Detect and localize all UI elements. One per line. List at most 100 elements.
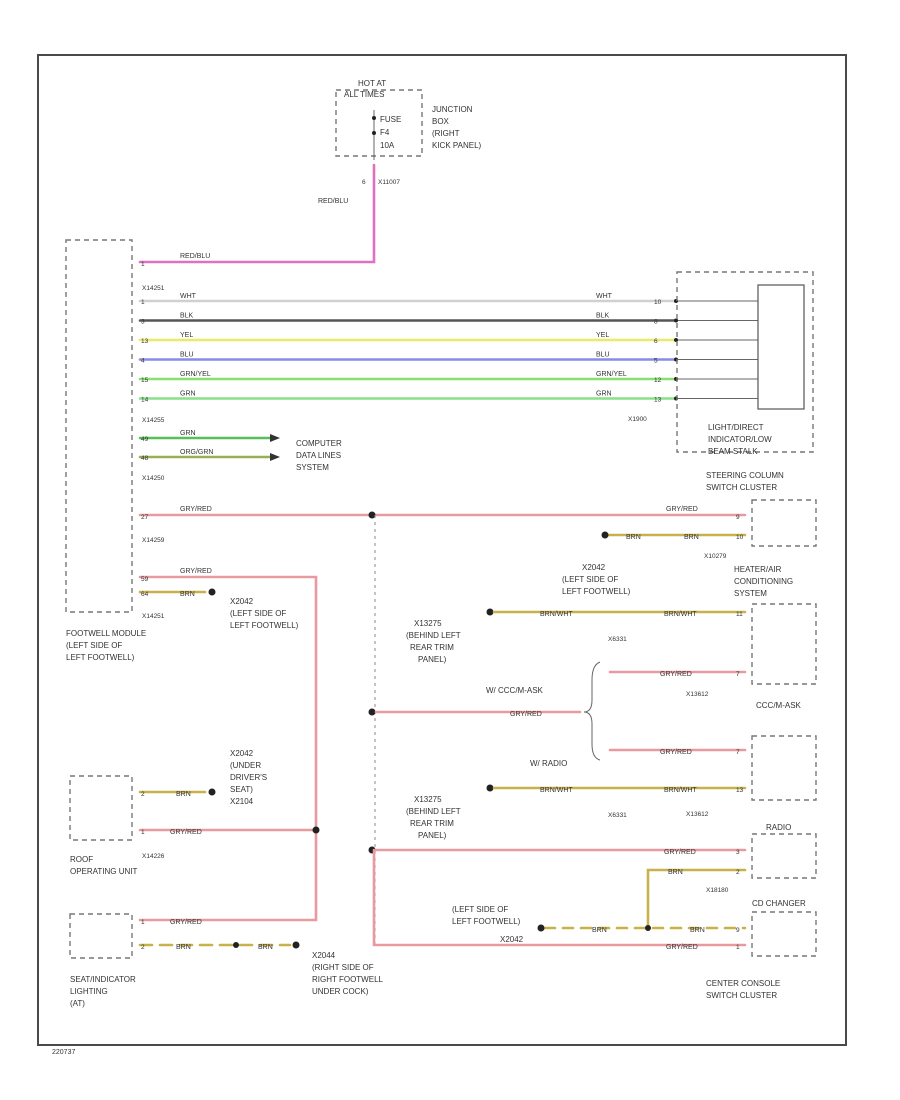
rear-trim-2-splice: X6331 (608, 812, 627, 819)
seat-pin-1: 1 (141, 919, 145, 926)
roof-unit-box (69, 775, 133, 841)
fuse-pin: 6 (362, 179, 366, 186)
supply-wire-label: RED/BLU (180, 253, 210, 260)
seat-red-label: GRY/RED (170, 919, 202, 926)
steering-pin-left-2: 3 (141, 319, 145, 326)
cd-changer-wire-label: GRY/RED (664, 849, 696, 856)
seat-brn-label-2: BRN (258, 944, 273, 951)
center-console-label-2: SWITCH CLUSTER (706, 991, 777, 1000)
steering-wire-label-right-2: BLK (596, 313, 610, 320)
supply-pin: 1 (141, 261, 145, 268)
steering-col-pin-1: 9 (736, 514, 740, 521)
diagram-frame (37, 54, 847, 1046)
steering-pin-right-2: 8 (654, 319, 658, 326)
cd-changer-brn (646, 868, 747, 930)
console-pin-2: 1 (736, 944, 740, 951)
roof-red-label: GRY/RED (170, 829, 202, 836)
radio-wire-label: GRY/RED (660, 749, 692, 756)
steering-column-label-1: STEERING COLUMN (706, 471, 784, 480)
ccc-branch-label: W/ CCC/M-ASK (486, 686, 544, 695)
steering-pin-right-3: 6 (654, 338, 658, 345)
steering-terminal-2 (674, 318, 678, 323)
ground-3-line-2: DRIVER'S (230, 773, 267, 782)
fuse-line-2: F4 (380, 128, 390, 137)
supply-wire-label-vertical: RED/BLU (318, 198, 348, 205)
cd-changer-connector: X18180 (706, 887, 729, 894)
rear-trim-2-line-2: REAR TRIM (410, 819, 454, 828)
radio-box (751, 735, 817, 801)
rear-trim-2-line-3: PANEL) (418, 831, 447, 840)
steering-pin-right-6: 13 (654, 397, 662, 404)
data-wire-pin-2: 48 (141, 455, 149, 462)
heater-box (751, 603, 817, 685)
fm-connector-3: X14250 (142, 475, 165, 482)
steering-pin-left-1: 1 (141, 299, 145, 306)
steering-col-red-label: GRY/RED (666, 506, 698, 513)
data-wire-label-1: GRN (180, 430, 196, 437)
ground-2-code: X2042 (230, 597, 254, 606)
fuse-line-1: FUSE (380, 115, 401, 124)
radio-brn-pin: 13 (736, 787, 744, 794)
roof-pin-1: 1 (141, 829, 145, 836)
heater-brn-label-2: BRN/WHT (664, 611, 697, 618)
ground-5-line-1: (LEFT SIDE OF (452, 905, 508, 914)
data-lines-label-2: DATA LINES (296, 451, 341, 460)
steering-pin-left-5: 15 (141, 377, 149, 384)
hot-at-line-1: HOT AT (358, 79, 386, 88)
heater-brn-label-1: BRN/WHT (540, 611, 573, 618)
data-wire-label-2: ORG/GRN (180, 449, 213, 456)
seat-label-2: LIGHTING (70, 987, 108, 996)
fm-connector-4: X14259 (142, 537, 165, 544)
rear-trim-1-splice: X6331 (608, 636, 627, 643)
roof-label-2: OPERATING UNIT (70, 867, 138, 876)
junction-line-4: KICK PANEL) (432, 141, 482, 150)
steering-wire-label-right-3: YEL (596, 332, 609, 339)
ground-4-line-3: UNDER COCK) (312, 987, 369, 996)
data-lines-label-3: SYSTEM (296, 463, 329, 472)
light-switch-label-3: BEAM STALK (708, 447, 758, 456)
ground-3-code: X2042 (230, 749, 254, 758)
steering-pin-right-1: 10 (654, 299, 662, 306)
steering-wire-label-6: GRN (180, 391, 196, 398)
steering-pin-left-6: 14 (141, 397, 149, 404)
rear-trim-2-connector: X13275 (414, 795, 442, 804)
steering-wire-label-right-1: WHT (596, 293, 613, 300)
fuse-line-3: 10A (380, 141, 395, 150)
roof-brn-label: BRN (176, 791, 191, 798)
cd-changer-pin-1: 3 (736, 849, 740, 856)
splice-1 (368, 511, 376, 519)
pin64-wire-label: BRN (180, 591, 195, 598)
pin-59: 59 (141, 576, 149, 583)
steering-column-connector: X10279 (704, 553, 727, 560)
ccc-radio-feed-label: GRY/RED (510, 711, 542, 718)
heater-label-1: HEATER/AIR (734, 565, 782, 574)
cd-changer-brn-label: BRN (668, 869, 683, 876)
ground-5-line-2: LEFT FOOTWELL) (452, 917, 521, 926)
ground-2-line-1: (LEFT SIDE OF (230, 609, 286, 618)
fuse-connector: X11007 (378, 179, 400, 186)
ccc-connector: X13612 (686, 691, 709, 698)
heater-label-3: SYSTEM (734, 589, 767, 598)
steering-wire-label-4: BLU (180, 352, 194, 359)
steering-column-cluster: STEERING COLUMN SWITCH CLUSTER X10279 (704, 471, 817, 560)
fm-connector-2: X14255 (142, 417, 165, 424)
seat-brn-label-1: BRN (176, 944, 191, 951)
radio-brn-label-1: BRN/WHT (540, 787, 573, 794)
pin27-wire-label: GRY/RED (180, 506, 212, 513)
radio-connector: X13612 (686, 811, 709, 818)
fm-label-1: FOOTWELL MODULE (66, 629, 146, 638)
ccc-pin: 7 (736, 671, 740, 678)
light-switch-label-1: LIGHT/DIRECT (708, 423, 764, 432)
steering-wire-label-2: BLK (180, 313, 194, 320)
ground-4-code: X2044 (312, 951, 336, 960)
steering-wire-label-right-5: GRN/YEL (596, 371, 627, 378)
diagram-code: 220737 (52, 1049, 75, 1056)
steering-pin-right-4: 5 (654, 358, 658, 365)
rear-trim-2-line-1: (BEHIND LEFT (406, 807, 461, 816)
steering-wire-label-right-4: BLU (596, 352, 610, 359)
seat-indicator-box (69, 913, 133, 959)
cd-changer-label: CD CHANGER (752, 899, 806, 908)
console-pin-1: 9 (736, 927, 740, 934)
ground-4-line-1: (RIGHT SIDE OF (312, 963, 374, 972)
